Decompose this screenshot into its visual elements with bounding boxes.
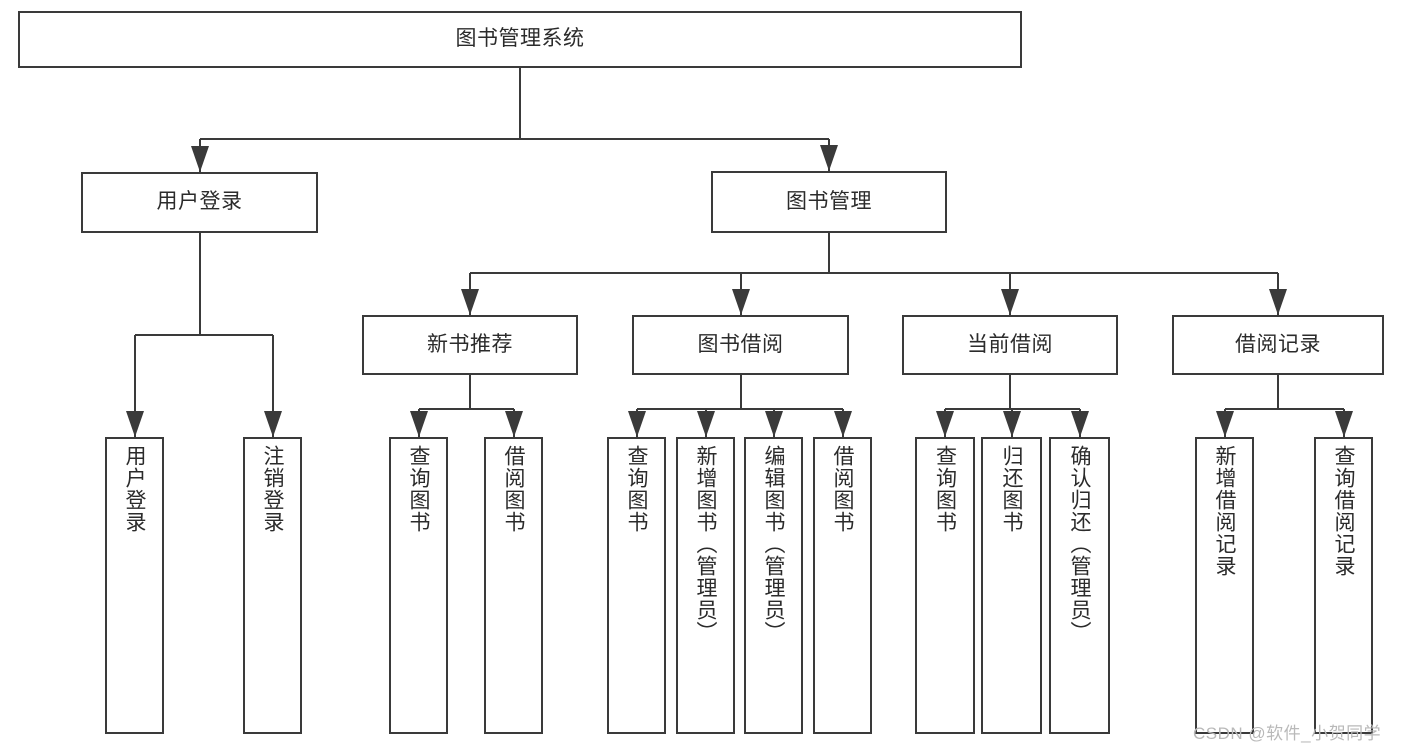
edge-arrowhead bbox=[1269, 289, 1287, 315]
edge-arrowhead bbox=[765, 411, 783, 437]
edge-arrowhead bbox=[461, 289, 479, 315]
node-records-2[interactable]: 查询借阅记录 bbox=[1314, 437, 1373, 734]
edge-arrowhead bbox=[126, 411, 144, 437]
node-borrow-1[interactable]: 查询图书 bbox=[607, 437, 666, 734]
node-records[interactable]: 借阅记录 bbox=[1172, 315, 1384, 375]
node-login-2[interactable]: 注销登录 bbox=[243, 437, 302, 734]
node-label: 图书管理 bbox=[786, 189, 872, 213]
node-label: 用户登录 bbox=[156, 190, 243, 214]
node-newbook-1[interactable]: 查询图书 bbox=[389, 437, 448, 734]
node-label: 注销登录 bbox=[261, 445, 284, 533]
node-label: 当前借阅 bbox=[967, 332, 1053, 356]
node-label: 归还图书 bbox=[1000, 445, 1023, 533]
node-label: 借阅图书 bbox=[502, 445, 525, 533]
edge-arrowhead bbox=[697, 411, 715, 437]
node-label: 新增借阅记录 bbox=[1213, 445, 1236, 577]
node-records-1[interactable]: 新增借阅记录 bbox=[1195, 437, 1254, 734]
node-label: 查询借阅记录 bbox=[1332, 445, 1355, 577]
watermark: CSDN @软件_小贺同学 bbox=[1193, 724, 1382, 743]
edge-arrowhead bbox=[1335, 411, 1353, 437]
node-label: 图书借阅 bbox=[697, 332, 784, 356]
node-borrow-2[interactable]: 新增图书（管理员） bbox=[676, 437, 735, 734]
node-current[interactable]: 当前借阅 bbox=[902, 315, 1118, 375]
node-newbook[interactable]: 新书推荐 bbox=[362, 315, 578, 375]
node-label: 用户登录 bbox=[123, 445, 146, 533]
node-current-1[interactable]: 查询图书 bbox=[915, 437, 975, 734]
edge-arrowhead bbox=[820, 145, 838, 171]
node-current-3[interactable]: 确认归还（管理员） bbox=[1049, 437, 1110, 734]
edge-arrowhead bbox=[834, 411, 852, 437]
node-label: 查询图书 bbox=[933, 445, 957, 533]
node-label: 查询图书 bbox=[407, 445, 430, 533]
edge-arrowhead bbox=[505, 411, 523, 437]
node-login-1[interactable]: 用户登录 bbox=[105, 437, 164, 734]
node-label: 确认归还（管理员） bbox=[1068, 445, 1091, 643]
node-label: 新书推荐 bbox=[427, 332, 513, 356]
node-login[interactable]: 用户登录 bbox=[81, 172, 318, 233]
node-label: 编辑图书（管理员） bbox=[762, 445, 785, 643]
edge-arrowhead bbox=[1001, 289, 1019, 315]
node-borrow-3[interactable]: 编辑图书（管理员） bbox=[744, 437, 803, 734]
edge-arrowhead bbox=[191, 146, 209, 172]
edge-arrowhead bbox=[732, 289, 750, 315]
node-label: 借阅图书 bbox=[831, 445, 854, 533]
edge-arrowhead bbox=[936, 411, 954, 437]
edge-arrowhead bbox=[1003, 411, 1021, 437]
node-root[interactable]: 图书管理系统 bbox=[18, 11, 1022, 68]
node-bookmgmt[interactable]: 图书管理 bbox=[711, 171, 947, 233]
edge-arrowhead bbox=[410, 411, 428, 437]
node-label: 图书管理系统 bbox=[455, 27, 585, 51]
edge-arrowhead bbox=[1071, 411, 1089, 437]
node-borrow-4[interactable]: 借阅图书 bbox=[813, 437, 872, 734]
edge-arrowhead bbox=[1216, 411, 1234, 437]
node-label: 新增图书（管理员） bbox=[694, 445, 717, 643]
node-current-2[interactable]: 归还图书 bbox=[981, 437, 1042, 734]
node-newbook-2[interactable]: 借阅图书 bbox=[484, 437, 543, 734]
edge-arrowhead bbox=[628, 411, 646, 437]
edge-arrowhead bbox=[264, 411, 282, 437]
node-borrow[interactable]: 图书借阅 bbox=[632, 315, 849, 375]
node-label: 借阅记录 bbox=[1235, 332, 1321, 356]
node-label: 查询图书 bbox=[625, 445, 648, 533]
